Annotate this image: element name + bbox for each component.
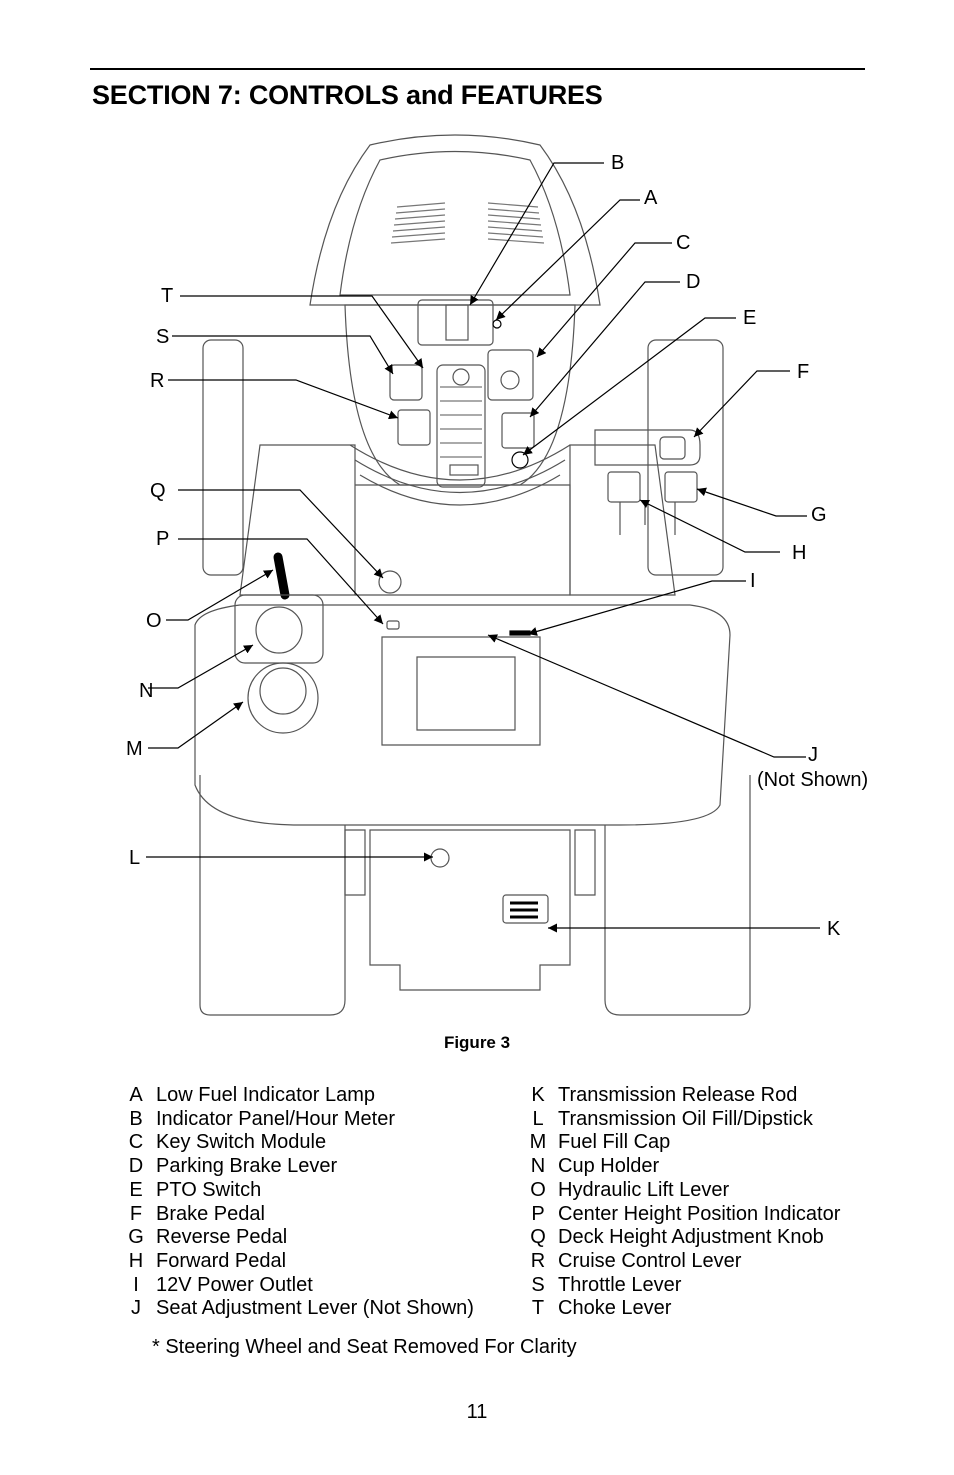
callout-l: L	[129, 847, 141, 869]
figure-caption: Figure 3	[443, 1033, 511, 1052]
callout-i: I	[750, 570, 756, 592]
page-number: 11	[466, 1401, 488, 1423]
callout-d: D	[686, 271, 701, 293]
callout-q: Q	[150, 480, 166, 502]
callout-p: P	[156, 528, 170, 550]
callout-r: R	[150, 370, 165, 392]
callout-a: A	[644, 187, 658, 209]
callout-o: O	[146, 610, 162, 632]
page-title: SECTION 7: CONTROLS and FEATURES	[92, 80, 603, 110]
callout-m: M	[126, 738, 143, 760]
callout-k: K	[827, 918, 841, 940]
callout-s: S	[156, 326, 170, 348]
tractor-controls-figure: B A C D E F G H I J (Not Shown) K L M N …	[100, 125, 890, 1020]
callout-t: T	[161, 285, 174, 307]
callout-f: F	[797, 361, 810, 383]
callout-j-note: (Not Shown)	[757, 769, 869, 791]
callout-g: G	[811, 504, 827, 526]
callout-b: B	[611, 152, 625, 174]
callout-n: N	[139, 680, 154, 702]
callout-h: H	[792, 542, 807, 564]
callout-c: C	[676, 232, 691, 254]
header-rule	[90, 68, 865, 70]
tractor-illustration	[146, 134, 820, 1016]
clarity-note: * Steering Wheel and Seat Removed For Cl…	[152, 1336, 577, 1358]
callout-e: E	[743, 307, 757, 329]
callout-j: J	[808, 744, 818, 766]
